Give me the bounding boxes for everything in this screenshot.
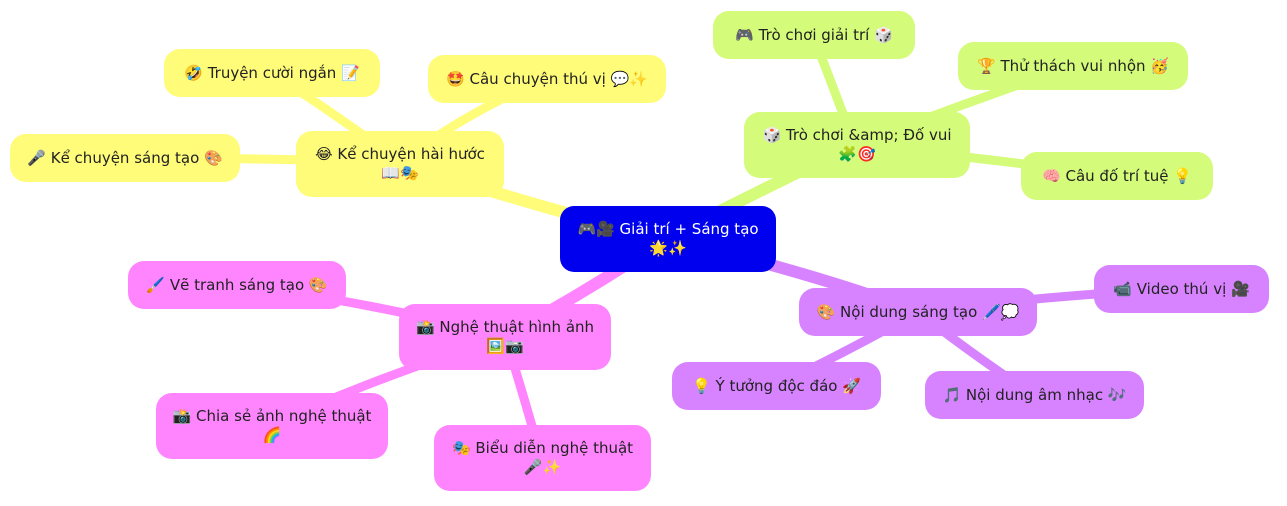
leaf-node-music-content[interactable]: 🎵 Nội dung âm nhạc 🎶	[925, 371, 1144, 419]
leaf-node-entertainment-games[interactable]: 🎮 Trò chơi giải trí 🎲	[713, 11, 915, 59]
branch-node-label: 😂 Kể chuyện hài hước 📖🎭	[315, 145, 485, 182]
leaf-node-brain-teasers[interactable]: 🧠 Câu đố trí tuệ 💡	[1021, 152, 1213, 200]
leaf-node-creative-storytelling[interactable]: 🎤 Kể chuyện sáng tạo 🎨	[10, 134, 240, 182]
leaf-node-label: 🤣 Truyện cười ngắn 📝	[184, 63, 360, 82]
leaf-node-fun-challenges[interactable]: 🏆 Thử thách vui nhộn 🥳	[958, 42, 1188, 90]
branch-node-label: 📸 Nghệ thuật hình ảnh 🖼️📷	[415, 318, 595, 355]
branch-node-games-quizzes[interactable]: 🎲 Trò chơi &amp; Đố vui 🧩🎯	[744, 112, 970, 178]
leaf-node-interesting-stories[interactable]: 🤩 Câu chuyện thú vị 💬✨	[428, 55, 666, 103]
center-node-label: 🎮🎥 Giải trí + Sáng tạo 🌟✨	[577, 220, 759, 257]
leaf-node-short-jokes[interactable]: 🤣 Truyện cười ngắn 📝	[164, 49, 380, 97]
leaf-node-label: 🧠 Câu đố trí tuệ 💡	[1042, 166, 1192, 185]
leaf-node-label: 🏆 Thử thách vui nhộn 🥳	[977, 56, 1169, 75]
leaf-node-unique-ideas[interactable]: 💡 Ý tưởng độc đáo 🚀	[672, 362, 881, 410]
leaf-node-art-performance[interactable]: 🎭 Biểu diễn nghệ thuật 🎤✨	[434, 425, 651, 491]
center-node[interactable]: 🎮🎥 Giải trí + Sáng tạo 🌟✨	[560, 206, 776, 272]
leaf-node-fun-videos[interactable]: 📹 Video thú vị 🎥	[1094, 265, 1269, 313]
branch-node-storytelling[interactable]: 😂 Kể chuyện hài hước 📖🎭	[296, 131, 504, 197]
branch-node-visual-arts[interactable]: 📸 Nghệ thuật hình ảnh 🖼️📷	[399, 304, 611, 370]
leaf-node-label: 🖌️ Vẽ tranh sáng tạo 🎨	[146, 275, 328, 294]
leaf-node-label: 🎭 Biểu diễn nghệ thuật 🎤✨	[451, 439, 634, 476]
leaf-node-label: 🤩 Câu chuyện thú vị 💬✨	[446, 69, 648, 88]
leaf-node-art-photo-sharing[interactable]: 📸 Chia sẻ ảnh nghệ thuật 🌈	[156, 393, 388, 459]
leaf-node-label: 🎵 Nội dung âm nhạc 🎶	[942, 385, 1127, 404]
branch-node-label: 🎲 Trò chơi &amp; Đố vui 🧩🎯	[762, 126, 952, 163]
branch-node-label: 🎨 Nội dung sáng tạo 🖊️💭	[816, 302, 1020, 321]
leaf-node-label: 📸 Chia sẻ ảnh nghệ thuật 🌈	[172, 407, 372, 444]
leaf-node-label: 🎮 Trò chơi giải trí 🎲	[735, 25, 893, 44]
leaf-node-label: 📹 Video thú vị 🎥	[1113, 279, 1250, 298]
leaf-node-label: 💡 Ý tưởng độc đáo 🚀	[692, 376, 861, 395]
leaf-node-creative-drawing[interactable]: 🖌️ Vẽ tranh sáng tạo 🎨	[128, 261, 346, 309]
leaf-node-label: 🎤 Kể chuyện sáng tạo 🎨	[27, 148, 223, 167]
branch-node-creative-content[interactable]: 🎨 Nội dung sáng tạo 🖊️💭	[799, 288, 1037, 336]
